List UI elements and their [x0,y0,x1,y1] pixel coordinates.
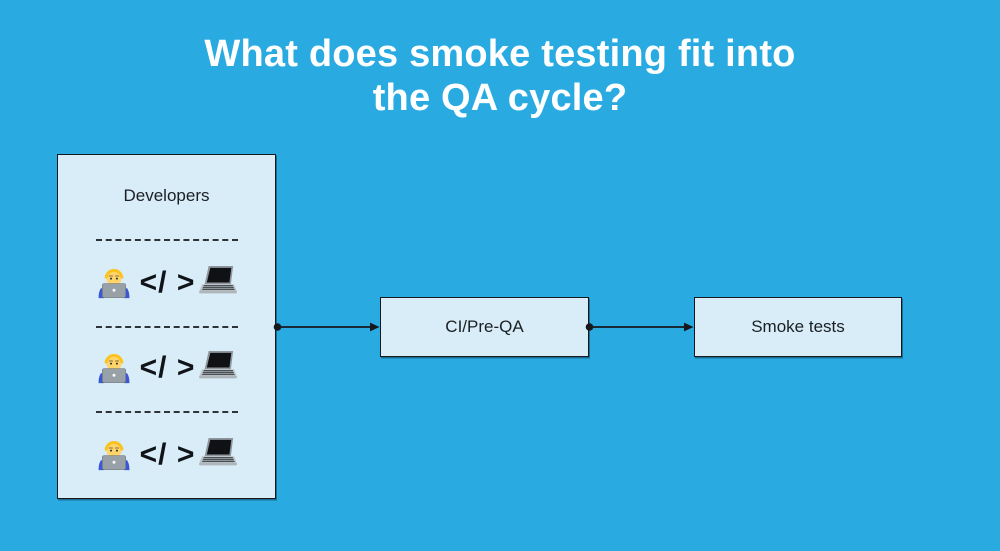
technologist-icon [98,268,130,299]
node-smoke-tests-label: Smoke tests [751,317,845,336]
dashed-divider [96,326,238,328]
laptop-icon [199,265,238,294]
connector-developers-to-ci [273,322,380,332]
dashed-divider [96,239,238,241]
node-ci-pre-qa: CI/Pre-QA [380,297,589,357]
code-text: </ > [139,351,196,384]
laptop-icon [199,437,238,466]
developers-group-box: Developers </ > [57,154,276,499]
developer-row: </ > [58,261,275,305]
page-title: What does smoke testing fit into the QA … [0,32,1000,120]
developer-row: </ > [58,433,275,477]
node-ci-pre-qa-label: CI/Pre-QA [445,317,524,336]
laptop-icon [199,350,238,379]
page-title-line-1: What does smoke testing fit into [204,33,796,75]
developer-row: </ > [58,346,275,390]
node-smoke-tests: Smoke tests [694,297,902,357]
page-title-line-2: the QA cycle? [372,77,628,119]
developers-label: Developers [123,186,210,205]
code-text: </ > [139,266,196,299]
technologist-icon [98,353,130,384]
code-text: </ > [139,438,196,471]
connector-ci-to-smoke-tests [585,322,694,332]
dashed-divider [96,411,238,413]
technologist-icon [98,440,130,471]
